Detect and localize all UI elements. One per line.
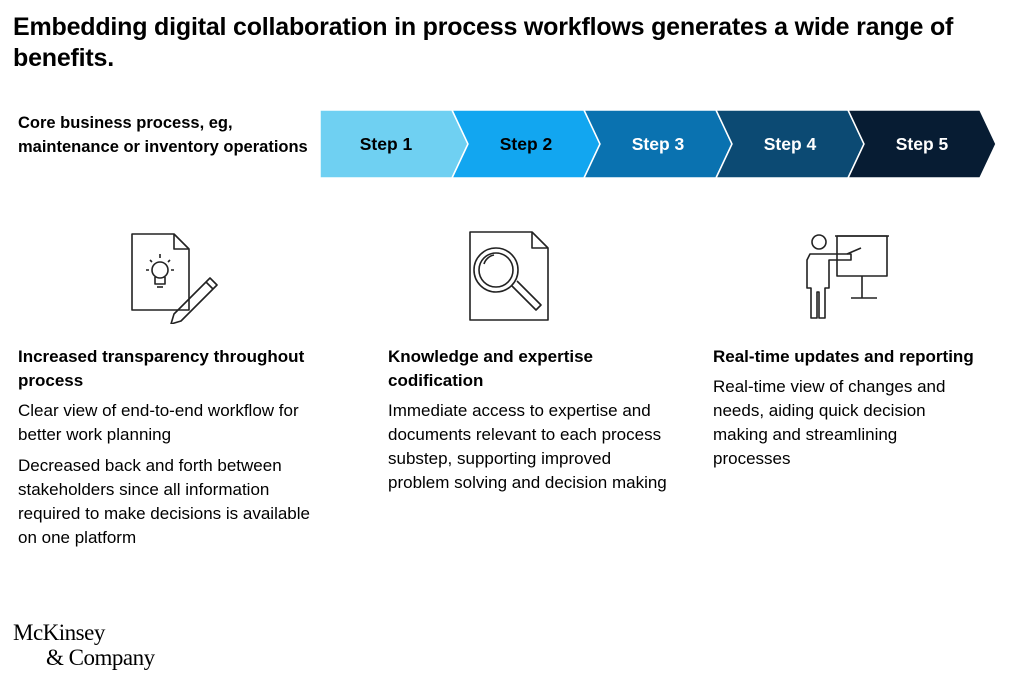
page-title: Embedding digital collaboration in proce… xyxy=(13,13,954,72)
step-5-label: Step 5 xyxy=(895,133,949,154)
benefit-text: Clear view of end-to-end workflow for be… xyxy=(18,401,299,444)
step-4-label: Step 4 xyxy=(763,133,817,154)
benefit-realtime: Real-time updates and reporting Real-tim… xyxy=(713,345,1013,478)
step-1-label: Step 1 xyxy=(359,133,413,154)
step-2-label: Step 2 xyxy=(499,133,553,154)
lightbulb-document-pencil-icon xyxy=(131,233,218,324)
benefit-knowledge: Knowledge and expertise codification Imm… xyxy=(388,345,678,502)
process-label: Core business process, eg, maintenance o… xyxy=(18,114,308,156)
mckinsey-logo: McKinsey & Company xyxy=(13,620,155,670)
benefit-text: Real-time view of changes and needs, aid… xyxy=(713,377,946,468)
presenter-board-icon xyxy=(806,234,889,319)
benefit-text: Immediate access to expertise and docume… xyxy=(388,401,667,492)
magnifier-document-icon xyxy=(469,231,549,321)
step-3-label: Step 3 xyxy=(631,133,685,154)
benefit-heading: Real-time updates and reporting xyxy=(713,347,974,366)
benefit-heading: Knowledge and expertise codification xyxy=(388,347,593,390)
step-5-chevron xyxy=(846,109,997,179)
step-chevrons xyxy=(319,109,997,179)
logo-line-1: McKinsey xyxy=(13,620,105,645)
step-chevron-bar: Step 1 Step 2 Step 3 Step 4 Step 5 xyxy=(319,109,997,179)
logo-line-2: & Company xyxy=(46,645,155,670)
benefit-heading: Increased transparency throughout proces… xyxy=(18,347,305,390)
benefit-transparency: Increased transparency throughout proces… xyxy=(18,345,348,557)
benefit-text: Decreased back and forth between stakeho… xyxy=(18,456,310,547)
